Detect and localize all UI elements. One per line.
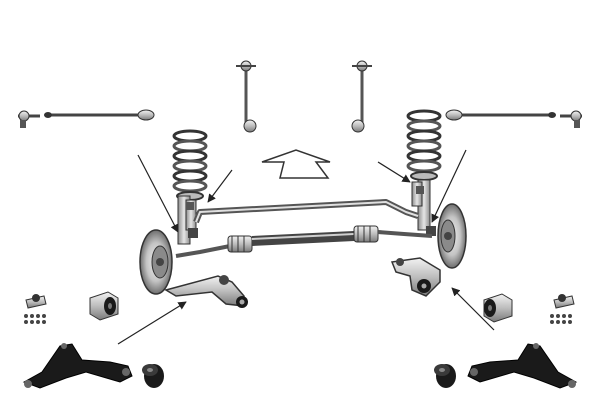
arrow-to-right-arm xyxy=(451,287,495,331)
arrow-to-left-mount xyxy=(207,169,233,203)
bushing-right xyxy=(483,293,513,323)
tie-rod-end-right xyxy=(560,110,582,128)
wishbone-right xyxy=(467,343,578,389)
ball-joint-right xyxy=(550,294,575,324)
arrow-to-right-mount xyxy=(377,161,411,183)
stabilizer-bar xyxy=(193,199,419,224)
tie-rod-end-left xyxy=(18,110,40,128)
pointer-arrows xyxy=(117,149,495,345)
arrow-to-left-arm xyxy=(117,301,187,345)
arrow-to-left-strut xyxy=(137,154,179,233)
steering-rack xyxy=(175,225,433,258)
coil-spring-left xyxy=(172,129,208,201)
control-arm-left xyxy=(164,275,248,308)
rubber-mount-left xyxy=(142,364,164,388)
stabilizer-link-right xyxy=(351,60,372,133)
direction-arrow xyxy=(261,149,331,179)
control-arm-right xyxy=(390,257,441,297)
stabilizer-link-left xyxy=(236,60,257,133)
coil-spring-right xyxy=(406,109,442,181)
ball-joint-left xyxy=(24,294,47,324)
brake-disc-left xyxy=(139,229,173,295)
tie-rod-right xyxy=(445,109,556,121)
brake-disc-right xyxy=(437,203,467,269)
rubber-mount-right xyxy=(434,364,456,388)
wishbone-left xyxy=(22,343,133,389)
bushing-left xyxy=(89,291,119,321)
strut-left xyxy=(177,195,198,245)
tie-rod-left xyxy=(44,109,155,121)
strut-right xyxy=(411,179,436,236)
arrow-to-right-strut xyxy=(431,149,467,223)
